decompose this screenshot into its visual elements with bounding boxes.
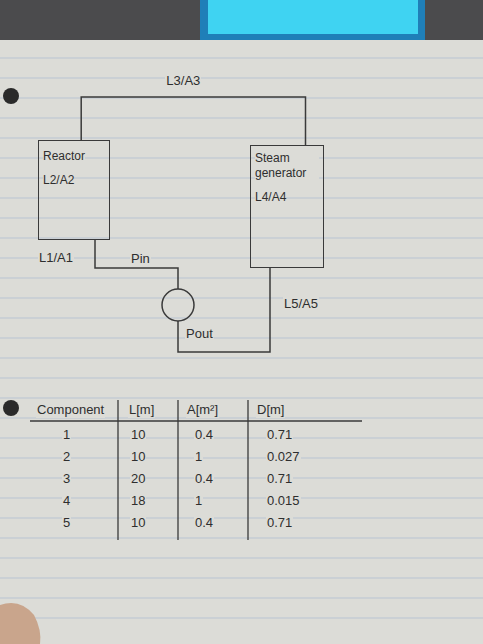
table-header: Component [36, 402, 105, 418]
table-cell: 4 [62, 493, 71, 509]
table-cell: 10 [130, 449, 146, 465]
component-name: Steam generator [255, 151, 319, 181]
table-rules [30, 400, 362, 540]
table-cell: 10 [130, 515, 146, 531]
pump-outlet-pipe [178, 268, 270, 352]
pipe-label: L3/A3 [165, 73, 201, 89]
table-header: D[m] [256, 402, 285, 418]
table-cell: 0.4 [194, 515, 214, 531]
table-cell: 1 [194, 449, 203, 465]
binder-hole [3, 88, 19, 104]
table-cell: 3 [62, 471, 71, 487]
binder-hole [3, 400, 19, 416]
pipe-label: L1/A1 [38, 250, 74, 266]
steam-generator-box: Steam generatorL4/A4 [250, 145, 324, 268]
table-cell: 20 [130, 471, 146, 487]
ruled-lines [0, 58, 483, 618]
table-cell: 0.71 [266, 515, 293, 531]
table-cell: 5 [62, 515, 71, 531]
table-cell: 0.71 [266, 427, 293, 443]
table-cell: 1 [62, 427, 71, 443]
pump-inlet-pipe [95, 240, 178, 289]
table-header: L[m] [128, 402, 155, 418]
table-cell: 0.4 [194, 427, 214, 443]
table-cell: 0.4 [194, 471, 214, 487]
component-name: Reactor [43, 149, 85, 164]
table-cell: 0.015 [266, 493, 301, 509]
pipe-label: L5/A5 [283, 296, 319, 312]
loop-piping [95, 240, 270, 352]
screen [208, 0, 418, 34]
table-cell: 0.71 [266, 471, 293, 487]
table-cell: 2 [62, 449, 71, 465]
background-wall [0, 0, 483, 40]
finger [0, 603, 40, 644]
hot-leg-pipe [81, 97, 305, 145]
screen-frame [200, 0, 425, 40]
table-cell: 10 [130, 427, 146, 443]
table-cell: 0.027 [266, 449, 301, 465]
length-area-label: L4/A4 [255, 190, 286, 205]
table-cell: 1 [194, 493, 203, 509]
table-cell: 18 [130, 493, 146, 509]
reactor-box: ReactorL2/A2 [38, 140, 110, 240]
pressure-label: Pin [130, 251, 151, 267]
length-area-label: L2/A2 [43, 173, 74, 188]
table-header: A[m²] [186, 402, 219, 418]
pressure-label: Pout [185, 326, 214, 342]
pump-symbol [162, 289, 194, 321]
